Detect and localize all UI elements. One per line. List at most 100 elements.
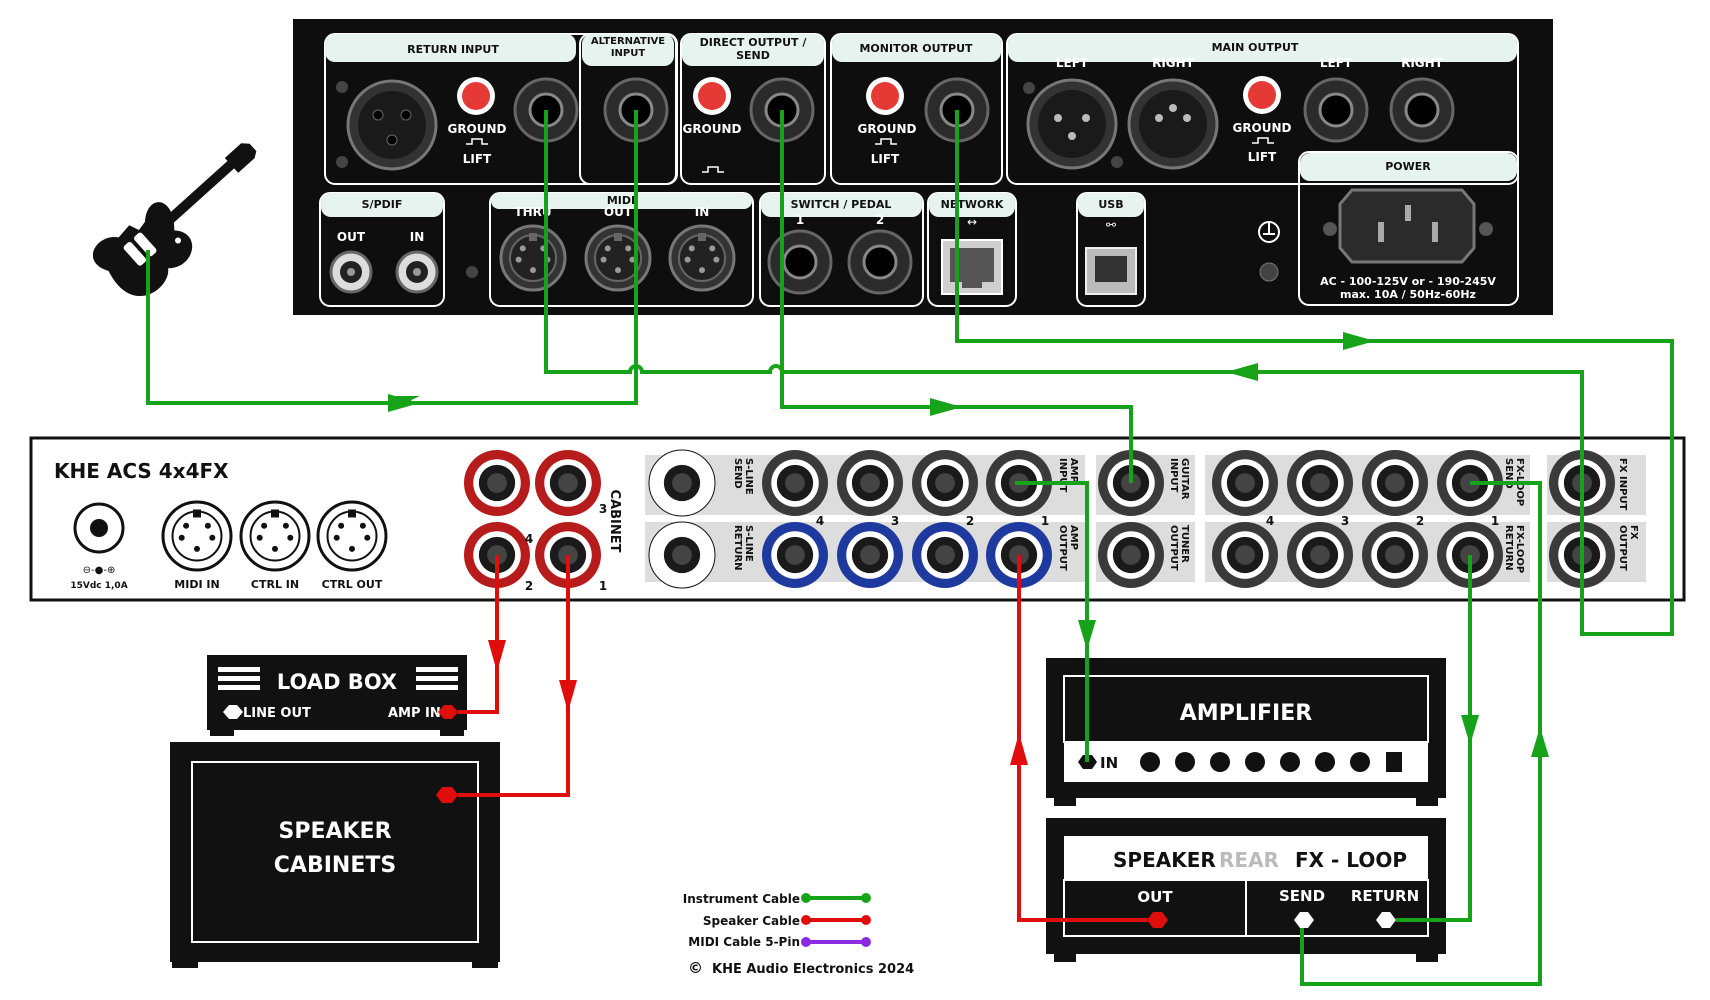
copyright-label: KHE Audio Electronics 2024 [712, 962, 914, 977]
amplifier-rear: SPEAKER REAR FX - LOOP OUT SEND RETURN [1046, 818, 1446, 962]
amp-knob-2[interactable] [1175, 752, 1195, 772]
midi-out-din [584, 224, 652, 292]
pedal-2-jack [847, 229, 913, 295]
monitor-output-label: MONITOR OUTPUT [859, 42, 973, 55]
pedal-1-label: 1 [796, 213, 804, 227]
legend-speaker-label: Speaker Cable [703, 914, 800, 928]
speaker-input-jack [436, 787, 458, 803]
ground-lift-switch-main[interactable] [1243, 76, 1281, 114]
amp-knob-4[interactable] [1245, 752, 1265, 772]
amp-knob-5[interactable] [1280, 752, 1300, 772]
midi-label: MIDI [607, 194, 635, 207]
cable-arrows [388, 332, 1549, 765]
main-left-xlr-jack [1023, 78, 1118, 170]
main-left-jack [1303, 77, 1369, 143]
pedal-2-label: 2 [876, 213, 884, 227]
acs-unit: KHE ACS 4x4FX ⊖-●-⊕ 15Vdc 1,0A MIDI IN C… [29, 436, 1686, 602]
amp-rear-return-label: RETURN [1351, 887, 1419, 905]
dc-power-jack: ⊖-●-⊕ 15Vdc 1,0A [70, 502, 128, 591]
fx-return-jack [1376, 912, 1396, 928]
rear-jacks [513, 77, 1455, 295]
amp-output-2-jack [912, 522, 978, 588]
rear-midi-din-jacks [499, 224, 736, 292]
amp-rear-speaker-label: SPEAKER [1113, 848, 1216, 872]
line-out-jack [223, 705, 243, 719]
usb-label: USB [1098, 198, 1123, 211]
direct-output-label: DIRECT OUTPUT / SEND [699, 36, 807, 62]
cab-4-label: 4 [525, 532, 533, 546]
acs-unit-title: KHE ACS 4x4FX [54, 459, 229, 483]
lift-label-return: LIFT [463, 152, 492, 166]
amp-rear-out-label: OUT [1137, 888, 1173, 906]
amp-input-3-jack [837, 450, 903, 516]
main-left-label: LEFT [1056, 56, 1089, 70]
speaker-cabinets: SPEAKER CABINETS [170, 742, 500, 968]
ground-lift-switch-monitor[interactable] [866, 77, 904, 115]
midi-in-label: IN [695, 205, 710, 219]
amplifier: AMPLIFIER IN [1046, 658, 1446, 806]
amp-2-label: 2 [966, 514, 974, 528]
cabinet-label: CABINET [607, 490, 622, 553]
cable-monitor-out-to-fx-input [955, 110, 1674, 636]
fx-loop-return-4-jack [1212, 522, 1278, 588]
midi-in-din [668, 224, 736, 292]
ground-label-main: GROUND [1232, 121, 1291, 135]
amp-output-label: AMP OUTPUT [1057, 525, 1079, 571]
ground-lift-switch-direct[interactable] [693, 77, 731, 115]
fx-loop-return-label: FX-LOOP RETURN [1503, 525, 1525, 574]
power-iec-socket [1323, 188, 1493, 264]
amp-input-2-jack [912, 450, 978, 516]
cable-cabinet2-to-load-box [458, 555, 499, 714]
guitar-icon [92, 143, 257, 296]
amp-knob-3[interactable] [1210, 752, 1230, 772]
main-right-jack [1389, 77, 1455, 143]
midi-thru-label: THRU [514, 205, 551, 219]
amp-input-label: AMP INPUT [1057, 458, 1079, 493]
fx-send-jack [1294, 912, 1314, 928]
spdif-out-label: OUT [337, 230, 366, 244]
s-line-send-label: S-LINE SEND [732, 458, 754, 495]
amplifier-power-switch[interactable] [1386, 752, 1402, 772]
s-line-return-jack [648, 521, 716, 589]
return-input-label: RETURN INPUT [407, 43, 499, 56]
amplifier-title: AMPLIFIER [1180, 701, 1312, 726]
acs-ctrl-out-din [316, 500, 388, 572]
s-line-send-jack [648, 449, 716, 517]
fx-input-label: FX INPUT [1617, 458, 1628, 511]
main-right-jack-label: RIGHT [1401, 56, 1444, 70]
fx-2-label: 2 [1416, 514, 1424, 528]
fx-output-label: FX OUTPUT [1617, 525, 1639, 571]
fx-loop-send-3-jack [1287, 450, 1353, 516]
legend: Instrument Cable Speaker Cable MIDI Cabl… [683, 892, 914, 977]
fx-4-label: 4 [1266, 514, 1274, 528]
fx-loop-send-2-jack [1362, 450, 1428, 516]
line-out-label: LINE OUT [243, 706, 311, 721]
main-right-xlr-jack [1111, 78, 1219, 170]
spdif-in-label: IN [410, 230, 425, 244]
amp-4-label: 4 [816, 514, 824, 528]
amp-3-label: 3 [891, 514, 899, 528]
main-right-label: RIGHT [1152, 56, 1195, 70]
amp-output-3-jack [837, 522, 903, 588]
fx-loop-return-3-jack [1287, 522, 1353, 588]
amp-rear-send-label: SEND [1279, 887, 1325, 905]
ground-label-direct: GROUND [682, 122, 741, 136]
spdif-label: S/PDIF [362, 198, 403, 211]
network-icon: ↔ [967, 215, 977, 229]
switch-pedal-label: SWITCH / PEDAL [791, 198, 892, 211]
ground-lift-switch-return[interactable] [457, 77, 495, 115]
amp-knob-1[interactable] [1140, 752, 1160, 772]
amp-knob-7[interactable] [1350, 752, 1370, 772]
amp-knob-6[interactable] [1315, 752, 1335, 772]
acs-ctrl-in-label: CTRL IN [251, 578, 299, 591]
amp-rear-rear-label: REAR [1219, 848, 1279, 872]
cable-cabinet1-to-speakers [458, 555, 570, 797]
ground-label-monitor: GROUND [857, 122, 916, 136]
lift-label-main: LIFT [1248, 150, 1277, 164]
fx-1-label: 1 [1491, 514, 1499, 528]
amp-output-4-jack [762, 522, 828, 588]
cab-2-label: 2 [525, 579, 533, 593]
cab-1-label: 1 [599, 579, 607, 593]
speaker-cabinets-body [170, 742, 500, 962]
cable-fx-send-to-amp-return [1300, 481, 1542, 986]
